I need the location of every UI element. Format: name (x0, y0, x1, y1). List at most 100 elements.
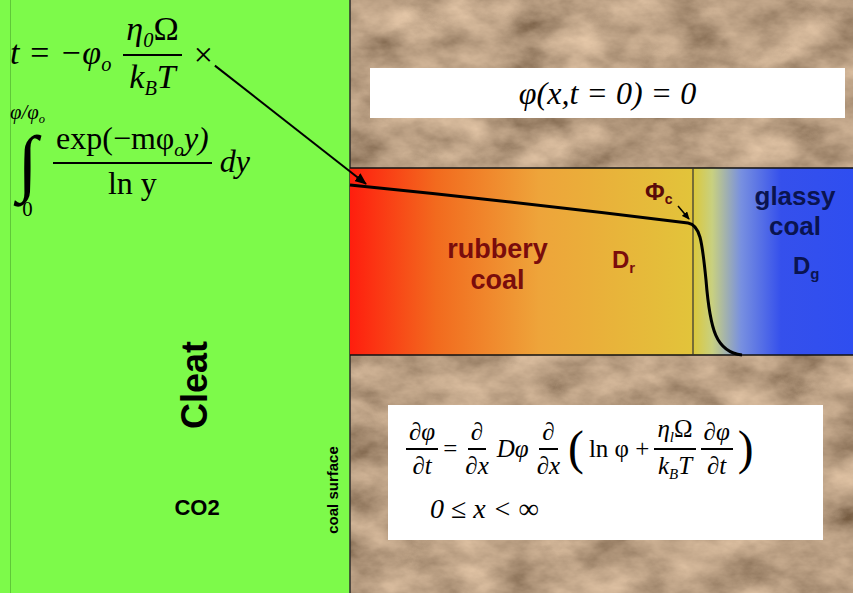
math-symbol: o (174, 139, 184, 160)
leader-line (678, 206, 689, 219)
denominator: ∂t (409, 450, 434, 480)
math-symbol: η (126, 10, 143, 47)
text-holder: 0 ≤ x < ∞ (430, 493, 539, 525)
fraction: ηlΩkBT (654, 415, 695, 483)
band-edge (350, 354, 853, 356)
subscript: c (665, 191, 673, 207)
math-symbol: ) (738, 425, 754, 473)
glassy-fill (693, 168, 853, 355)
integral: φ/φo∫0 (10, 102, 45, 220)
math-symbol: ∫ (17, 126, 37, 200)
text-holder: Φc (645, 178, 673, 207)
fraction: ∂ ∂x (462, 418, 491, 479)
math-symbol: T (157, 58, 176, 95)
numerator: ∂ (539, 418, 557, 450)
numerator: ∂φ (701, 418, 733, 450)
rubbery-fill (350, 168, 693, 355)
math-symbol: Dφ (497, 435, 529, 462)
text-holder: Cleat (174, 341, 216, 429)
text-holder: glassy coal (741, 182, 849, 242)
diffusivity-label: D (793, 252, 810, 279)
math-symbol: φ/φ (10, 100, 39, 123)
rock-texture (350, 0, 853, 593)
math-symbol: l (670, 429, 674, 445)
numerator: ηlΩ (654, 415, 695, 450)
math-symbol: exp(−mφ (56, 120, 174, 156)
text-holder: Dr (612, 246, 635, 276)
region-title: Cleat (174, 341, 215, 429)
math-symbol: y) (184, 120, 209, 156)
math-symbol: × (194, 36, 213, 74)
math-symbol: ∂φ (704, 418, 730, 445)
text-holder: Dg (793, 252, 820, 282)
fraction: ∂ ∂x (534, 418, 563, 479)
fraction: ∂φ ∂t (701, 418, 733, 479)
fraction: ∂φ ∂t (406, 418, 438, 479)
diffusivity-label: D (612, 246, 629, 273)
denominator: ln y (105, 164, 160, 201)
math-symbol: k (658, 452, 669, 479)
math-symbol: Ω (674, 415, 693, 442)
ruler-line (10, 0, 11, 593)
math-symbol: ∂ (471, 418, 483, 445)
surface-label: coal surface (324, 446, 341, 534)
equation-box: ∂φ∂t=∂∂xDφ∂∂x(ln φ +ηlΩkBT∂φ∂t)0 ≤ x < ∞ (388, 405, 823, 540)
math-group: t = −φo (10, 34, 111, 76)
domain-label: 0 ≤ x < ∞ (430, 493, 539, 524)
math-symbol: ln φ + (589, 435, 649, 462)
numerator: ∂φ (406, 418, 438, 450)
math-symbol: ∂x (465, 452, 488, 479)
text-holder: t = −φo η0ΩkBT × (10, 10, 213, 99)
region-label: glassy coal (755, 181, 836, 241)
math-symbol: dy (220, 143, 250, 180)
math-symbol: 0 (143, 29, 153, 51)
denominator: ∂t (704, 450, 729, 480)
denominator: kBT (655, 450, 695, 483)
text-holder: CO2 (174, 495, 219, 521)
math-row: ∂φ∂t=∂∂xDφ∂∂x(ln φ +ηlΩkBT∂φ∂t) (406, 415, 754, 483)
math-group: Dφ (497, 435, 529, 463)
math-symbol: = (443, 435, 457, 463)
math-symbol: ∂φ (409, 418, 435, 445)
equation-text: φ(x,t = 0) = 0 (519, 75, 696, 112)
fraction: η0ΩkBT (123, 10, 181, 99)
critical-label: Φ (645, 178, 665, 205)
math-symbol: Ω (153, 10, 178, 47)
text-holder: coal surface (324, 446, 342, 534)
denominator: kBT (126, 56, 178, 100)
text-holder: φ/φo∫0exp(−mφoy)ln ydy (10, 102, 250, 220)
region-label: rubbery coal (447, 234, 548, 295)
cleat-fill (0, 0, 350, 593)
math-symbol: ( (568, 425, 584, 473)
numerator: η0Ω (123, 10, 181, 56)
numerator: ∂ (468, 418, 486, 450)
upper-limit: φ/φo (10, 102, 45, 126)
math-symbol: η (657, 415, 669, 442)
rubbery-coal-region: rubbery coal Dr Φc (350, 168, 693, 355)
math-group: ln φ + (589, 435, 649, 463)
numerator: exp(−mφoy) (53, 121, 212, 164)
front-line (692, 168, 693, 355)
math-symbol: ∂ (542, 418, 554, 445)
math-symbol: ∂x (537, 452, 560, 479)
math-row: φ/φo∫0exp(−mφoy)ln ydy (10, 102, 250, 220)
leader-arrow (215, 66, 366, 184)
concentration-profile (350, 185, 742, 355)
math-symbol: B (144, 77, 156, 99)
band-edge (350, 167, 853, 169)
math-symbol: ∂t (412, 452, 431, 479)
denominator: ∂x (462, 450, 491, 480)
denominator: ∂x (534, 450, 563, 480)
text-holder: ∂φ∂t=∂∂xDφ∂∂x(ln φ +ηlΩkBT∂φ∂t) (406, 415, 754, 483)
text-holder: rubbery coal (435, 234, 560, 296)
gas-label: CO2 (174, 495, 219, 520)
math-symbol: ln y (108, 165, 157, 201)
solution-equation: t = −φoη0ΩkBT×φ/φo∫0exp(−mφoy)ln ydy (0, 0, 350, 240)
subscript: g (810, 265, 819, 282)
math-symbol: T (678, 452, 692, 479)
math-row: t = −φo η0ΩkBT × (10, 10, 213, 99)
math-symbol: k (129, 58, 144, 95)
math-symbol: o (39, 112, 45, 126)
lower-limit: 0 (22, 199, 32, 220)
